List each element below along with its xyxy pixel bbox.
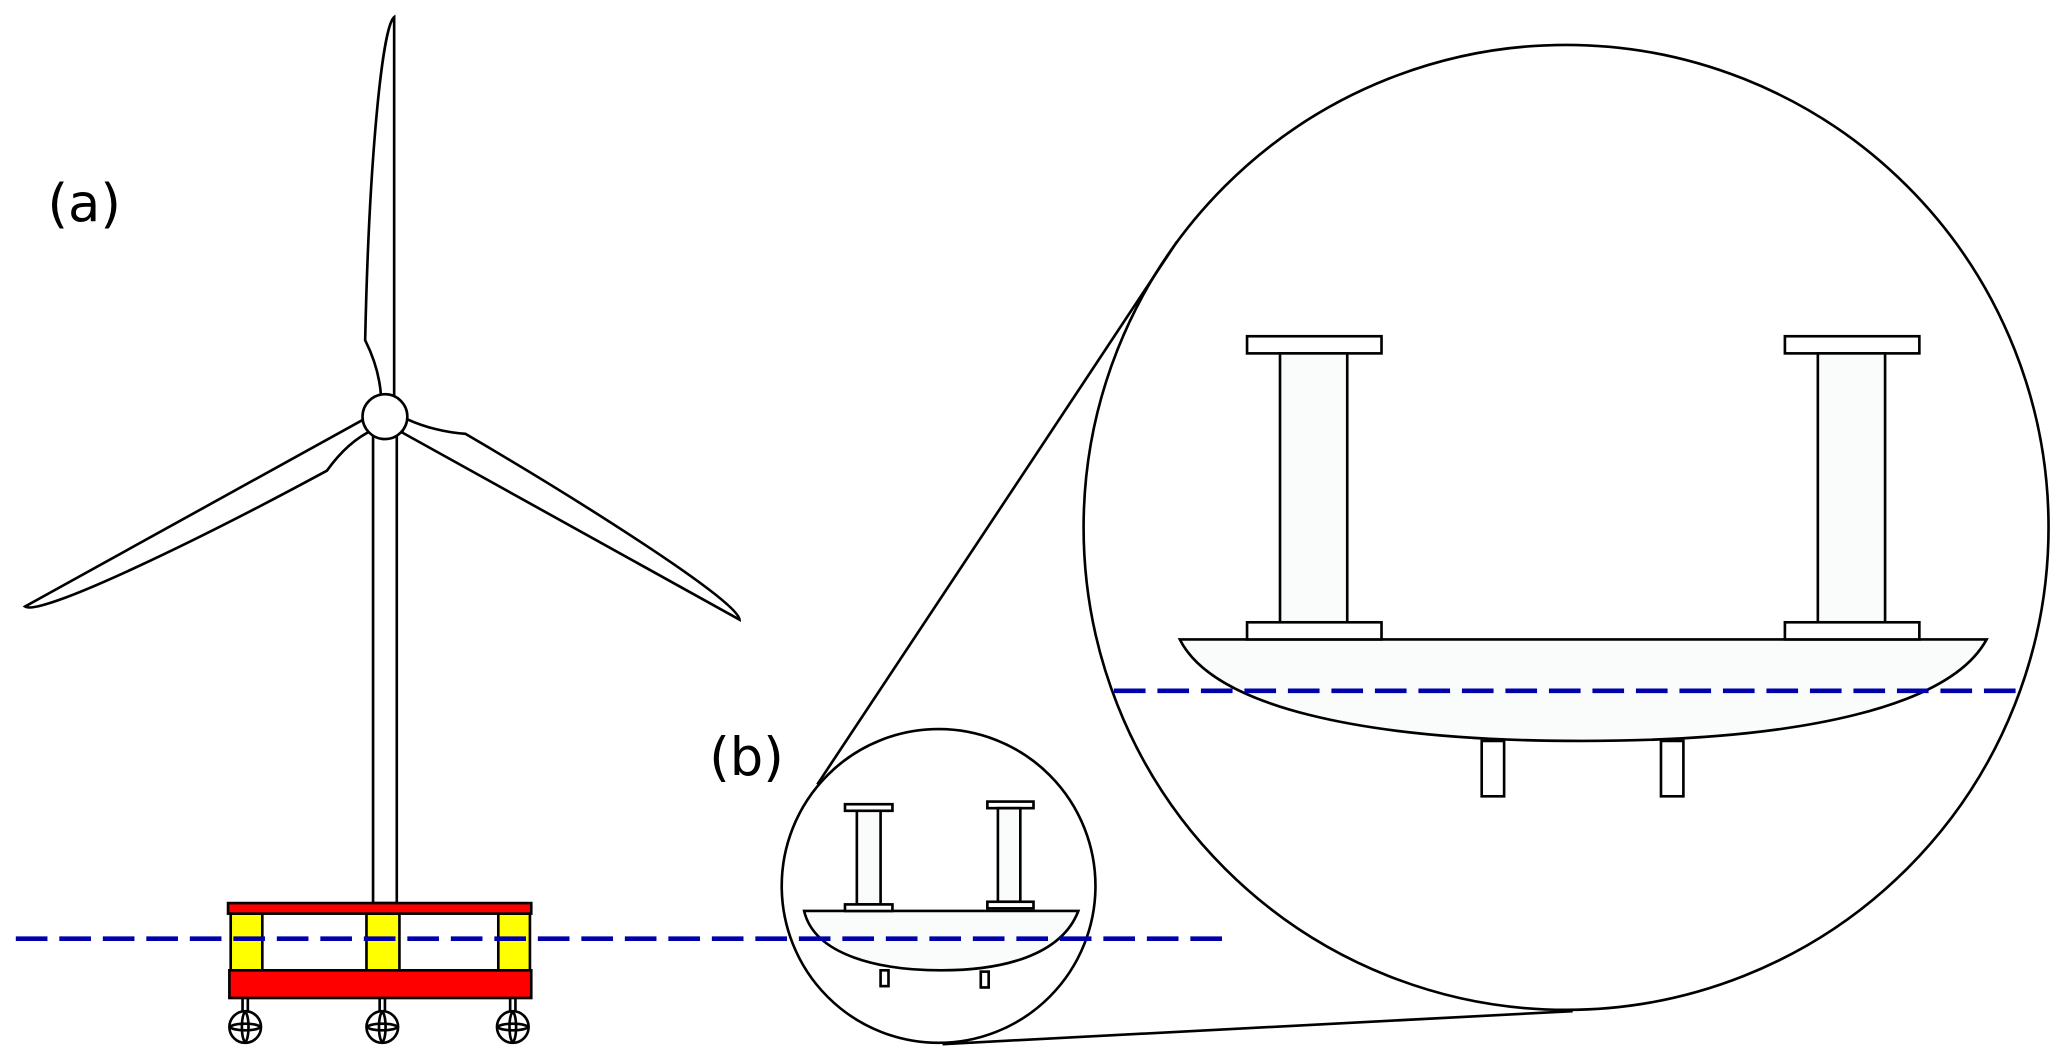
column-center (365, 912, 401, 972)
buoy-wheel-icon (495, 996, 530, 1045)
column-right (496, 912, 532, 972)
buoy-wheel-icon (365, 996, 400, 1045)
magnified-inset-small (780, 727, 1097, 1045)
magnified-inset-large (1082, 43, 2050, 1012)
blade-right (400, 417, 742, 623)
floating-platform-icon (226, 901, 533, 1045)
zoom-connector-bottom (942, 1009, 1573, 1046)
buoy-wheel-icon (228, 996, 263, 1045)
turbine-hub (361, 392, 409, 441)
blade-top (363, 14, 396, 397)
turbine-tower (371, 431, 399, 905)
blade-left (22, 417, 376, 609)
zoom-connector-top (816, 240, 1179, 786)
deck-top (226, 901, 533, 915)
panel-b-label: (b) (709, 727, 784, 788)
column-left (229, 912, 264, 972)
pontoon-bottom (228, 968, 533, 1000)
wind-turbine-icon (22, 14, 742, 905)
panel-a-label: (a) (47, 174, 120, 235)
